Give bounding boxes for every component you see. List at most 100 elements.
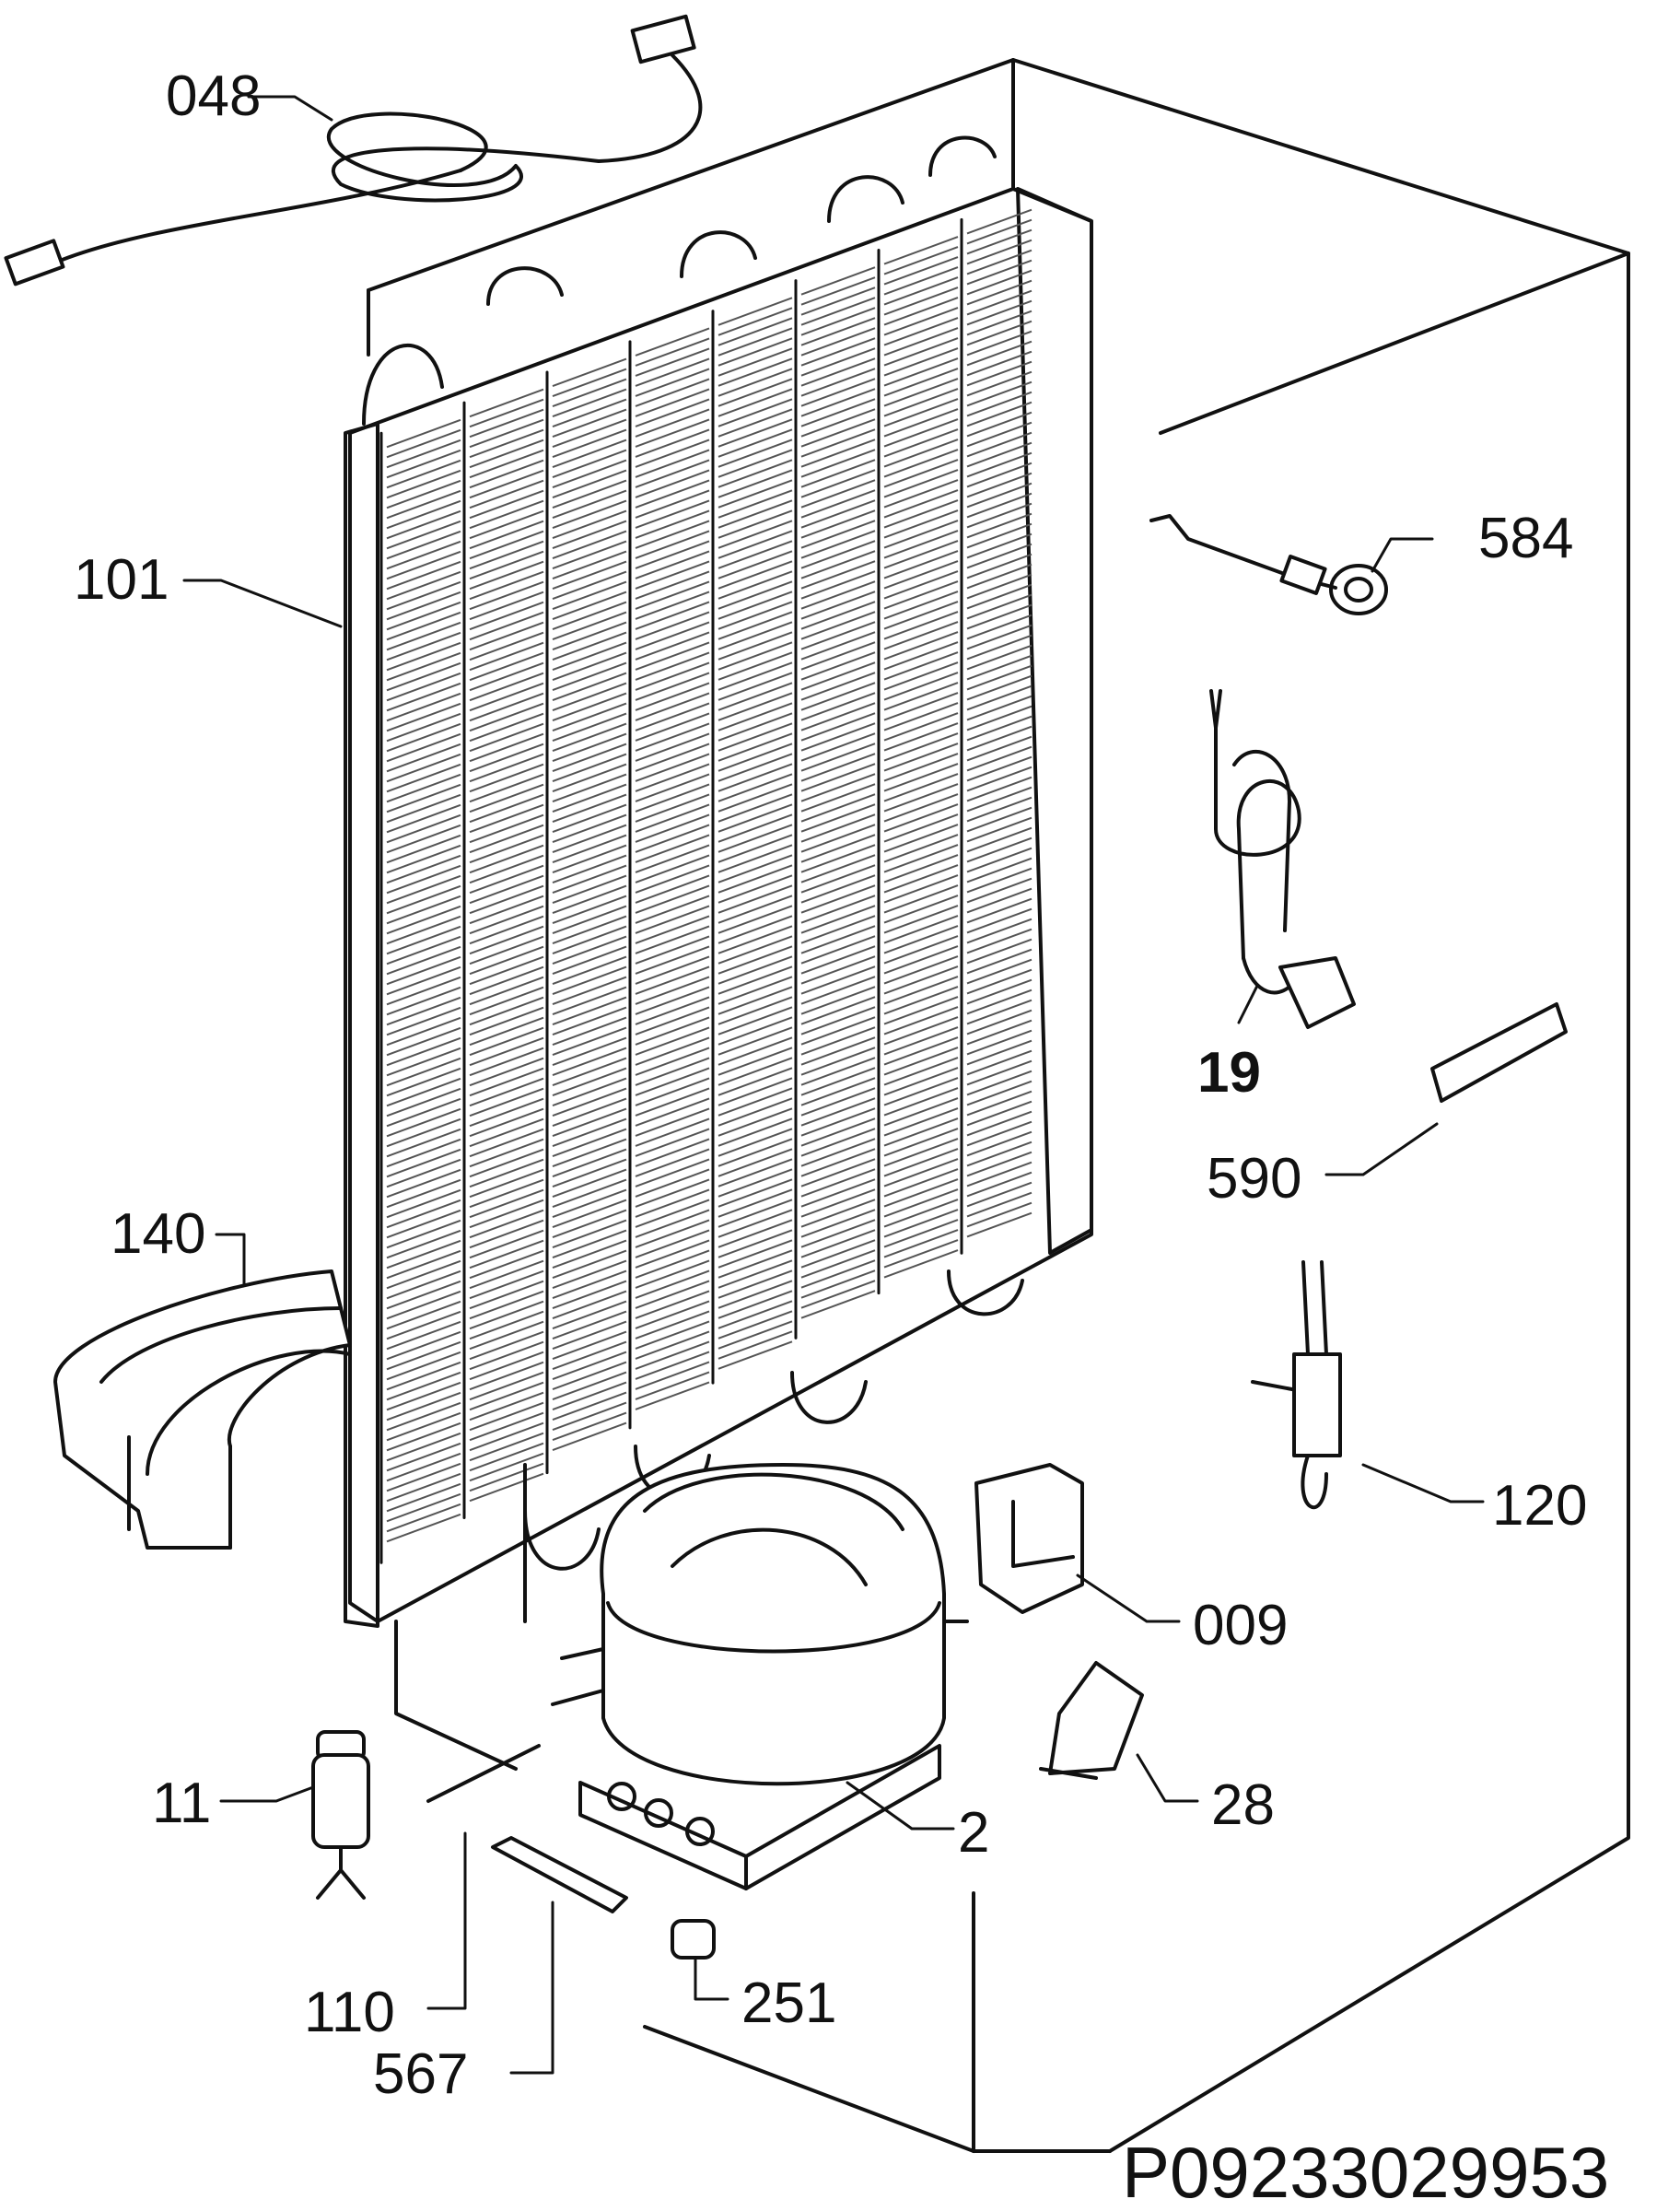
condenser-fin-line (635, 661, 710, 691)
condenser-fin-line (883, 1128, 959, 1157)
condenser-fin-line (552, 1107, 627, 1137)
condenser-fin-line (800, 976, 876, 1005)
condenser-fin-line (966, 532, 1032, 559)
condenser-fin-line (469, 580, 544, 611)
condenser-fin-line (718, 965, 793, 995)
condenser-fin-line (635, 499, 710, 529)
condenser-fin-line (635, 965, 710, 995)
condenser-fin-line (966, 907, 1032, 934)
condenser-fin-line (966, 1039, 1032, 1066)
condenser-fin-line (386, 631, 461, 661)
condenser-fin-line (635, 550, 710, 579)
condenser-fin-line (966, 877, 1032, 904)
condenser-fin-line (718, 611, 793, 640)
condenser-fin-line (800, 651, 876, 681)
condenser-fin-line (386, 611, 461, 641)
condenser-fin-line (883, 246, 959, 275)
condenser-fin-line (635, 1036, 710, 1066)
condenser-fin-line (552, 1016, 627, 1046)
condenser-fin-line (718, 905, 793, 934)
condenser-fin-line (386, 976, 461, 1006)
condenser-fin-line (552, 388, 627, 417)
condenser-fin-line (552, 874, 627, 904)
condenser-fin-line (883, 965, 959, 995)
condenser-fin-line (386, 1148, 461, 1178)
condenser-fin-line (386, 1219, 461, 1249)
condenser-fin-line (883, 864, 959, 894)
condenser-fin-line (966, 441, 1032, 468)
condenser-fin-line (469, 1138, 544, 1168)
condenser-fin-line (386, 996, 461, 1026)
condenser-fin-line (883, 1199, 959, 1228)
document-code: P09233029953 (1122, 2132, 1609, 2211)
condenser-fin-line (883, 236, 959, 265)
condenser-fin-line (966, 1171, 1032, 1198)
bracket-part (491, 1836, 628, 1913)
condenser-fin-line (552, 428, 627, 458)
condenser-fin-line (552, 641, 627, 671)
condenser-fin-line (635, 854, 710, 883)
condenser-fin-line (883, 702, 959, 731)
condenser-fin-line (800, 560, 876, 590)
condenser-fin-line (966, 380, 1032, 407)
condenser-fin-line (800, 905, 876, 934)
condenser-fin-line (800, 1026, 876, 1056)
condenser-fin-line (386, 1290, 461, 1320)
condenser-fin-line (469, 1077, 544, 1107)
condenser-fin-line (386, 1492, 461, 1523)
condenser-fin-line (966, 1120, 1032, 1147)
condenser-fin-line (966, 938, 1032, 965)
condenser-fin-line (386, 530, 461, 560)
condenser-fin-line (386, 753, 461, 783)
condenser-fin-line (552, 824, 627, 853)
condenser-fin-line (386, 439, 461, 469)
condenser-fin-line (635, 469, 710, 498)
condenser-fin-line (966, 401, 1032, 427)
condenser-fin-line (883, 905, 959, 934)
condenser-fin-line (718, 520, 793, 549)
condenser-fin-line (718, 1077, 793, 1106)
condenser-fin-line (966, 492, 1032, 519)
condenser-fin-line (883, 844, 959, 873)
condenser-fin-line (883, 935, 959, 965)
condenser-fin-line (883, 307, 959, 336)
condenser-fin-line (552, 672, 627, 701)
condenser-fin-line (883, 428, 959, 458)
condenser-fin-line (718, 1117, 793, 1147)
condenser-fin-line (386, 743, 461, 773)
condenser-fin-line (883, 1219, 959, 1248)
condenser-fin-line (800, 479, 876, 509)
condenser-fin-line (469, 469, 544, 499)
condenser-fin-line (386, 1026, 461, 1057)
condenser-fin-line (386, 459, 461, 489)
condenser-part (344, 135, 1093, 1771)
condenser-fin-line (552, 661, 627, 691)
condenser-fin-line (552, 1381, 627, 1410)
condenser-fin-line (552, 915, 627, 944)
condenser-fin-line (883, 1107, 959, 1137)
condenser-fin-line (883, 1178, 959, 1208)
condenser-fin-line (883, 1047, 959, 1076)
condenser-fin-line (800, 1067, 876, 1096)
condenser-fin-line (800, 1097, 876, 1127)
condenser-fin-line (718, 1006, 793, 1035)
condenser-fin-line (469, 813, 544, 844)
condenser-fin-line (635, 722, 710, 752)
condenser-fin-line (552, 1168, 627, 1198)
condenser-fin-line (966, 563, 1032, 590)
condenser-fin-line (386, 499, 461, 530)
condenser-fin-line (718, 1128, 793, 1157)
condenser-fin-line (552, 418, 627, 448)
condenser-fin-line (966, 776, 1032, 802)
condenser-fin-line (966, 431, 1032, 458)
condenser-fin-line (800, 459, 876, 488)
condenser-fin-line (635, 611, 710, 640)
condenser-fin-line (386, 1401, 461, 1432)
condenser-fin-line (883, 449, 959, 478)
condenser-fin-line (718, 1269, 793, 1299)
condenser-fin-line (883, 469, 959, 498)
condenser-fin-line (800, 550, 876, 579)
condenser-fin-line (552, 1006, 627, 1035)
condenser-fin-line (552, 844, 627, 873)
condenser-fin-line (386, 1462, 461, 1492)
